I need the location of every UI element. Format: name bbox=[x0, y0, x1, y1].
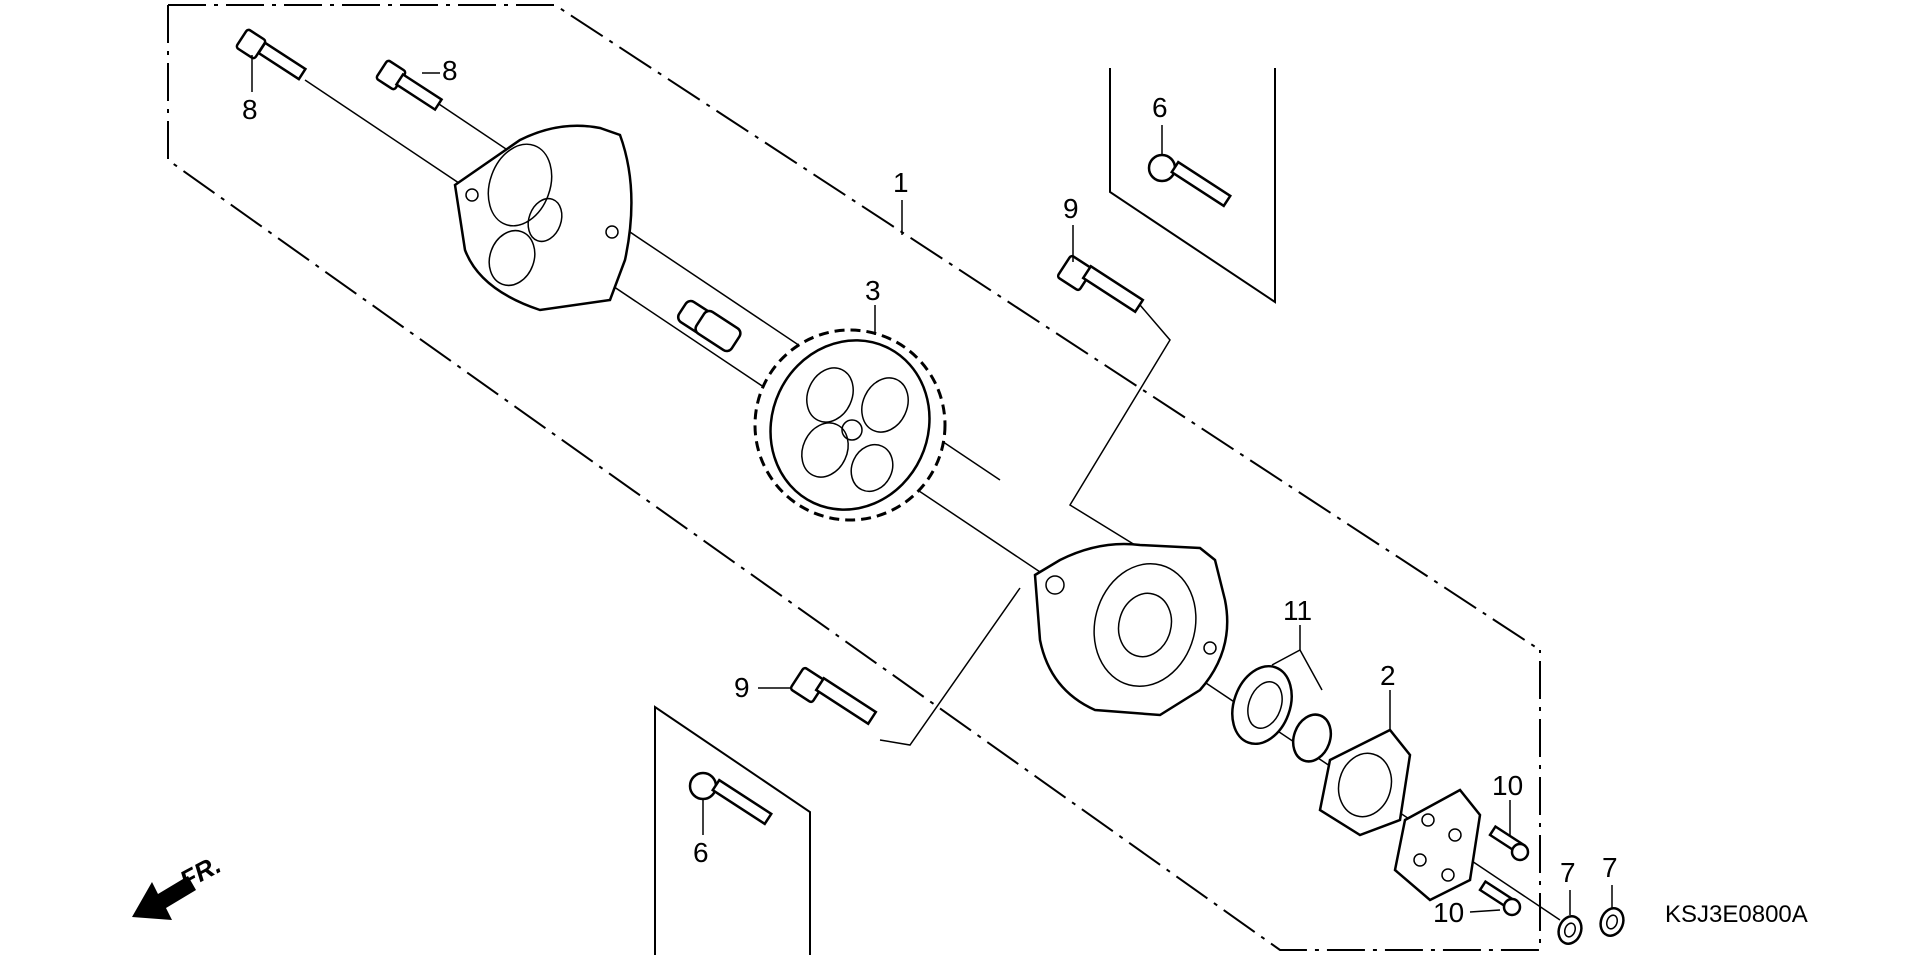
bolt-9-lower bbox=[789, 666, 878, 726]
pump-cover bbox=[453, 124, 633, 312]
callout-7-left: 7 bbox=[1560, 857, 1576, 888]
callout-10-lower: 10 bbox=[1433, 897, 1464, 928]
inner-rotor bbox=[1291, 713, 1333, 763]
callout-3: 3 bbox=[865, 275, 881, 306]
washer-7-left bbox=[1557, 915, 1583, 945]
callout-6-upper: 6 bbox=[1152, 92, 1168, 123]
pump-body bbox=[1033, 542, 1229, 717]
pump-plate bbox=[1393, 788, 1482, 902]
diagram-code: KSJ3E0800A bbox=[1665, 901, 1808, 928]
callout-9-lower: 9 bbox=[734, 672, 750, 703]
bolt-8-left bbox=[235, 28, 308, 81]
washer-7-right bbox=[1599, 907, 1625, 937]
assembly-boundary bbox=[167, 4, 1541, 951]
pump-gasket bbox=[1318, 728, 1412, 837]
callout-6-lower: 6 bbox=[693, 837, 709, 868]
arrow-down-left-icon bbox=[132, 876, 196, 920]
inset-box-bottom bbox=[654, 705, 811, 955]
oil-pump-driven-gear bbox=[753, 328, 947, 522]
screw-10-upper bbox=[1488, 824, 1530, 862]
bolt-9-upper bbox=[1056, 254, 1145, 314]
callout-11: 11 bbox=[1283, 595, 1312, 626]
drive-pin bbox=[676, 299, 742, 353]
callout-2: 2 bbox=[1380, 660, 1396, 691]
callout-8-left: 8 bbox=[242, 94, 258, 125]
bolt-8-right bbox=[375, 59, 444, 112]
front-direction-indicator: FR. bbox=[132, 849, 226, 920]
callout-leaders bbox=[251, 55, 1613, 915]
callout-7-right: 7 bbox=[1602, 852, 1618, 883]
bolt-6-lower bbox=[688, 771, 773, 826]
inset-box-top bbox=[1109, 68, 1276, 304]
callout-10-upper: 10 bbox=[1492, 770, 1523, 801]
callout-8-right: 8 bbox=[442, 55, 458, 86]
callout-1: 1 bbox=[893, 167, 909, 198]
bolt-6-upper bbox=[1147, 153, 1232, 208]
callout-9-upper: 9 bbox=[1063, 193, 1079, 224]
screw-10-lower bbox=[1478, 879, 1522, 917]
outer-rotor bbox=[1231, 664, 1293, 746]
